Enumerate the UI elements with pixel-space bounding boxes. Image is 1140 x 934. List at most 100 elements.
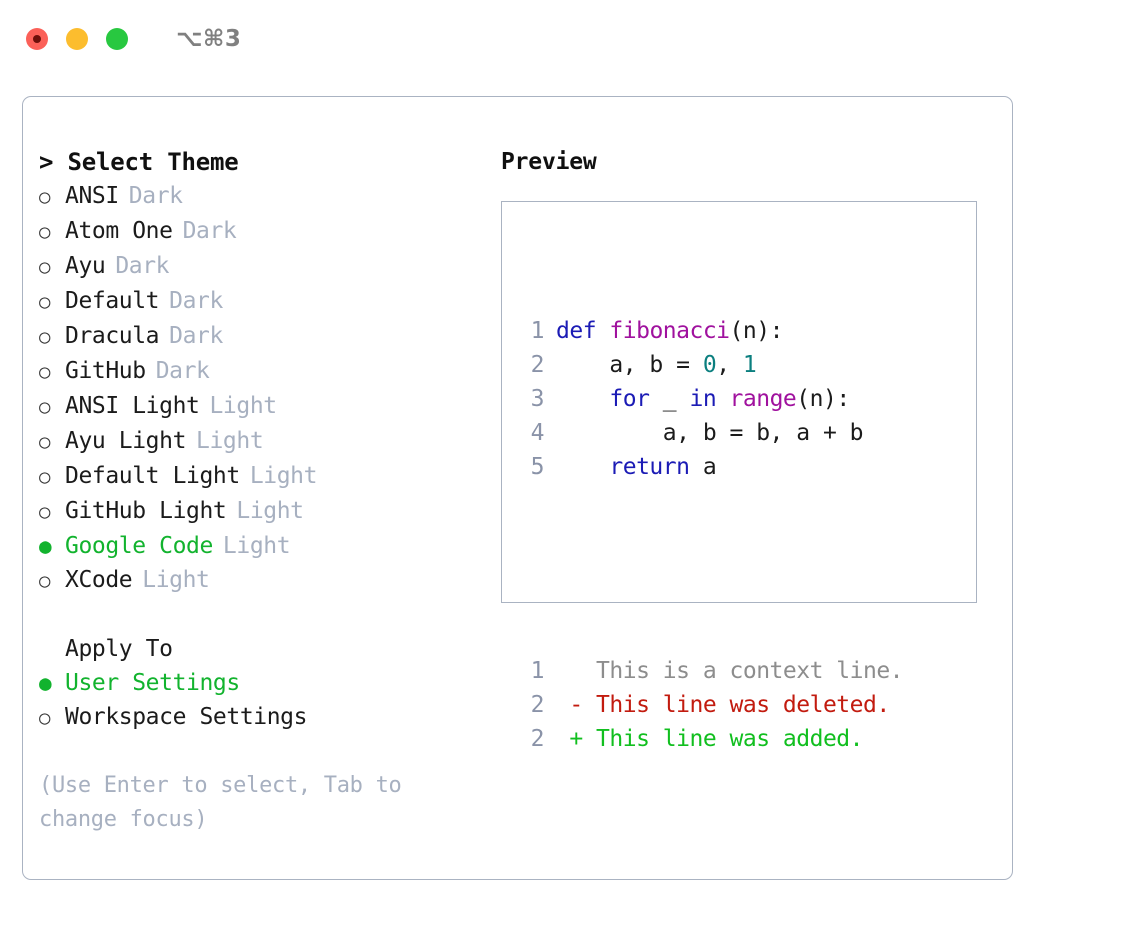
code-token-punc: (n):	[729, 318, 784, 344]
code-token-txt	[556, 386, 609, 412]
radio-unselected-icon[interactable]: ○	[39, 256, 51, 278]
minimize-button[interactable]	[66, 28, 88, 50]
theme-option-label: Default Light	[65, 463, 240, 489]
theme-option-atom-one[interactable]: ○ Atom One Dark	[39, 214, 491, 249]
radio-unselected-icon[interactable]: ○	[39, 466, 51, 488]
diff-line-ctx: 1 This is a context line.	[516, 654, 904, 688]
code-token-kw: in	[689, 386, 717, 412]
theme-option-label: Default	[65, 288, 160, 314]
radio-unselected-icon[interactable]: ○	[39, 326, 51, 348]
diff-line-add: 2 + This line was added.	[516, 722, 903, 756]
theme-option-github[interactable]: ○ GitHub Dark	[39, 354, 491, 389]
theme-option-label: ANSI Light	[65, 393, 200, 419]
theme-variant-tag: Dark	[155, 358, 210, 384]
apply-to-option-workspace-settings[interactable]: ○ Workspace Settings	[39, 700, 491, 735]
code-token-kw: def	[556, 318, 597, 344]
maximize-button[interactable]	[106, 28, 128, 50]
radio-unselected-icon[interactable]: ○	[39, 431, 51, 453]
theme-variant-tag: Light	[142, 567, 210, 593]
radio-unselected-icon[interactable]: ○	[39, 501, 51, 523]
window-titlebar: ⌥⌘3	[0, 0, 1140, 78]
apply-to-option-label: User Settings	[65, 670, 240, 696]
code-token-txt	[596, 318, 609, 344]
theme-option-default-light[interactable]: ○ Default Light Light	[39, 459, 491, 494]
radio-selected-icon[interactable]: ●	[39, 534, 52, 558]
apply-to-option-user-settings[interactable]: ● User Settings	[39, 666, 491, 700]
select-theme-header: > Select Theme	[39, 148, 239, 176]
radio-unselected-icon[interactable]: ○	[39, 221, 51, 243]
code-line-content: a, b = b, a + b	[556, 416, 864, 450]
code-token-txt: ,	[716, 352, 743, 378]
radio-unselected-icon[interactable]: ○	[39, 396, 51, 418]
theme-option-ansi-light[interactable]: ○ ANSI Light Light	[39, 389, 491, 424]
code-token-fn: fibonacci	[609, 318, 730, 344]
theme-variant-tag: Light	[249, 463, 318, 489]
radio-selected-icon[interactable]: ●	[39, 671, 52, 695]
code-line-content: def fibonacci(n):	[556, 314, 783, 348]
diff-sample: 1 This is a context line.2 - This line w…	[516, 654, 904, 756]
code-token-txt: _	[649, 386, 690, 412]
diff-line-content: - This line was deleted.	[556, 692, 890, 718]
theme-variant-tag: Light	[236, 498, 304, 524]
theme-variant-tag: Light	[209, 393, 277, 419]
code-token-txt: a	[689, 454, 717, 480]
code-token-txt	[716, 386, 729, 412]
theme-variant-tag: Dark	[182, 218, 237, 244]
code-token-fn: range	[729, 386, 797, 412]
line-number: 5	[530, 454, 545, 480]
theme-option-label: GitHub	[65, 358, 146, 384]
line-number: 4	[530, 420, 545, 446]
theme-variant-tag: Dark	[128, 183, 183, 209]
window-controls	[26, 28, 128, 50]
code-line: 1 def fibonacci(n):	[516, 314, 903, 348]
theme-option-label: Ayu	[65, 253, 106, 279]
diff-line-del: 2 - This line was deleted.	[516, 688, 903, 722]
radio-unselected-icon[interactable]: ○	[39, 186, 51, 208]
line-number: 1	[530, 318, 545, 344]
code-token-num: 0	[702, 352, 717, 378]
code-line: 4 a, b = b, a + b	[516, 416, 903, 450]
code-line: 2 a, b = 0, 1	[516, 348, 903, 382]
radio-unselected-icon[interactable]: ○	[39, 570, 51, 592]
code-line: 3 for _ in range(n):	[516, 382, 903, 416]
keyboard-hint-text: (Use Enter to select, Tab to change focu…	[39, 773, 402, 832]
code-blank-line	[516, 552, 903, 586]
code-token-txt	[556, 454, 609, 480]
close-button[interactable]	[26, 28, 48, 50]
radio-unselected-icon[interactable]: ○	[39, 291, 51, 313]
apply-to-list[interactable]: ● User Settings ○ Workspace Settings	[39, 666, 491, 735]
code-line-content: for _ in range(n):	[556, 382, 850, 416]
line-number: 3	[530, 386, 545, 412]
code-token-punc: (n):	[796, 386, 850, 412]
preview-title: Preview	[501, 149, 597, 175]
radio-unselected-icon[interactable]: ○	[39, 707, 51, 729]
theme-option-label: Atom One	[65, 218, 173, 244]
code-token-num: 1	[742, 352, 757, 378]
code-token-kw: for	[609, 386, 650, 412]
code-token-txt: a, b =	[556, 352, 703, 378]
code-token-txt: a, b = b, a + b	[556, 420, 864, 446]
code-line-content: a, b = 0, 1	[556, 348, 756, 382]
theme-variant-tag: Light	[222, 533, 291, 559]
apply-to-option-label: Workspace Settings	[65, 704, 308, 730]
keyboard-shortcut-label: ⌥⌘3	[176, 25, 242, 52]
code-line-content: return a	[556, 450, 716, 484]
section-spacer	[39, 598, 491, 632]
radio-unselected-icon[interactable]: ○	[39, 361, 51, 383]
